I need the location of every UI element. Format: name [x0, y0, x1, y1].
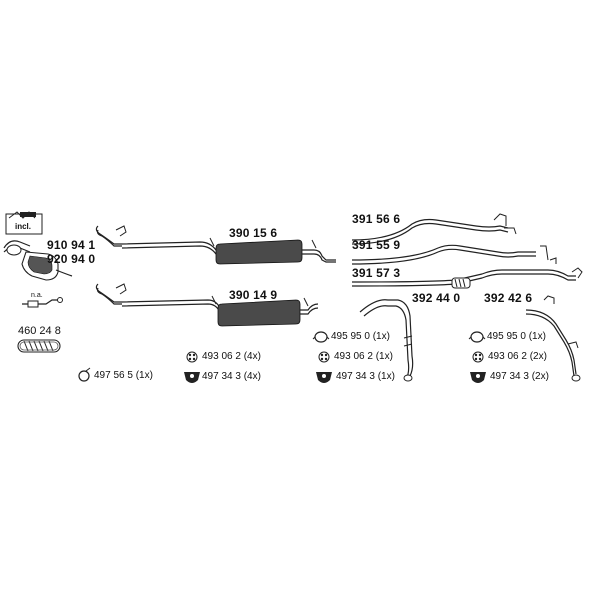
ring-icon-b [468, 331, 486, 343]
accessory-clamp-left: 497 56 5 (1x) [94, 370, 153, 381]
middle-silencer-long [95, 225, 336, 265]
flex-pipe [17, 339, 61, 353]
rear-pipe-2 [351, 244, 557, 265]
rear-pipe-3 [351, 267, 583, 289]
rear-pipe-1 [351, 213, 517, 245]
rubber-ring-icon-a [318, 351, 330, 363]
tail-pipe-left [359, 299, 414, 382]
accessory-mount-b: 497 34 3 (2x) [490, 371, 549, 382]
tail-pipe-right [525, 295, 581, 382]
accessory-rubber-b: 493 06 2 (2x) [488, 351, 547, 362]
part-number-flex-pipe: 460 24 8 [18, 325, 61, 337]
accessory-ring-a: 495 95 0 (1x) [331, 331, 390, 342]
part-number-middle-long: 390 15 6 [229, 226, 278, 240]
catalyst-sensor-na [22, 297, 63, 308]
mount-icon-b [470, 372, 486, 383]
accessory-mount-mid: 497 34 3 (4x) [202, 371, 261, 382]
part-number-rear-1: 391 56 6 [352, 212, 401, 226]
part-number-tail-left: 392 44 0 [412, 291, 461, 305]
mount-icon-a [316, 372, 332, 383]
accessory-mount-a: 497 34 3 (1x) [336, 371, 395, 382]
catalyst-incl-box [5, 211, 43, 235]
part-number-tail-right: 392 42 6 [484, 291, 533, 305]
ring-icon-a [312, 331, 330, 343]
part-number-rear-3: 391 57 3 [352, 266, 401, 280]
rubber-ring-icon-mid [186, 351, 198, 363]
part-number-catalyst-1: 910 94 1 [47, 238, 96, 252]
part-number-catalyst-2: 920 94 0 [47, 252, 96, 266]
incl-label: incl. [15, 222, 32, 231]
catalytic-converter [3, 240, 73, 281]
middle-silencer-short [95, 283, 319, 327]
rubber-ring-icon-b [472, 351, 484, 363]
clamp-icon [78, 367, 91, 382]
accessory-rubber-mid: 493 06 2 (4x) [202, 351, 261, 362]
part-number-middle-short: 390 14 9 [229, 288, 278, 302]
part-number-rear-2: 391 55 9 [352, 238, 401, 252]
na-label: n.a. [31, 292, 43, 299]
accessory-rubber-a: 493 06 2 (1x) [334, 351, 393, 362]
accessory-ring-b: 495 95 0 (1x) [487, 331, 546, 342]
mount-icon-mid [184, 372, 200, 383]
